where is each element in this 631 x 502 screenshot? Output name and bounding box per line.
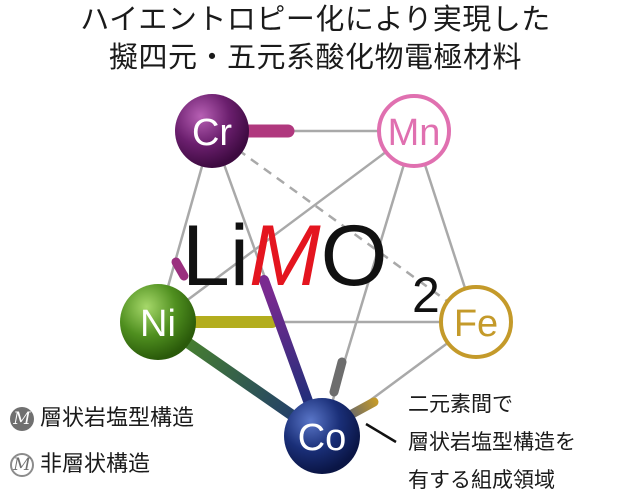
nonlayered-marker-icon: M <box>10 453 34 477</box>
formula: LiMO <box>182 208 387 304</box>
formula-li: Li <box>182 208 249 304</box>
node-ni: Ni <box>120 284 196 360</box>
title-line-1: ハイエントロピー化により実現した <box>80 2 551 36</box>
formula-subscript: 2 <box>412 267 440 323</box>
node-mn: Mn <box>377 94 451 168</box>
formula-o: O <box>321 208 388 304</box>
node-fe-label: Fe <box>454 303 498 345</box>
legend-nonlayered: M 非層状構造 <box>10 450 150 480</box>
node-cr: Cr <box>175 94 249 168</box>
node-cr-label: Cr <box>192 112 232 154</box>
node-co: Co <box>284 398 360 474</box>
title-line-2: 擬四元・五元系酸化物電極材料 <box>108 40 522 74</box>
node-co-label: Co <box>298 417 347 459</box>
region-cr-co <box>259 275 317 417</box>
node-fe: Fe <box>439 285 513 359</box>
edge-cr-fe-dashed <box>211 129 477 324</box>
layered-marker-icon: M <box>10 407 34 431</box>
legend-layered: M 層状岩塩型構造 <box>10 404 194 434</box>
legend-nonlayered-label: 非層状構造 <box>40 452 151 477</box>
formula-m: M <box>249 208 321 304</box>
region-cr-ni <box>171 257 189 281</box>
annotation-pointer <box>365 422 397 444</box>
annotation-line-3: 有する組成領域 <box>408 468 555 492</box>
annotation-line-2: 層状岩塩型構造を <box>408 430 576 454</box>
edge-mn-ni <box>157 129 415 324</box>
region-mn-co <box>329 357 347 397</box>
annotation-line-1: 二元素間で <box>408 392 513 416</box>
node-ni-label: Ni <box>140 303 176 345</box>
node-mn-label: Mn <box>388 112 441 154</box>
region-fe-co <box>347 397 379 419</box>
legend-layered-label: 層状岩塩型構造 <box>40 406 195 431</box>
